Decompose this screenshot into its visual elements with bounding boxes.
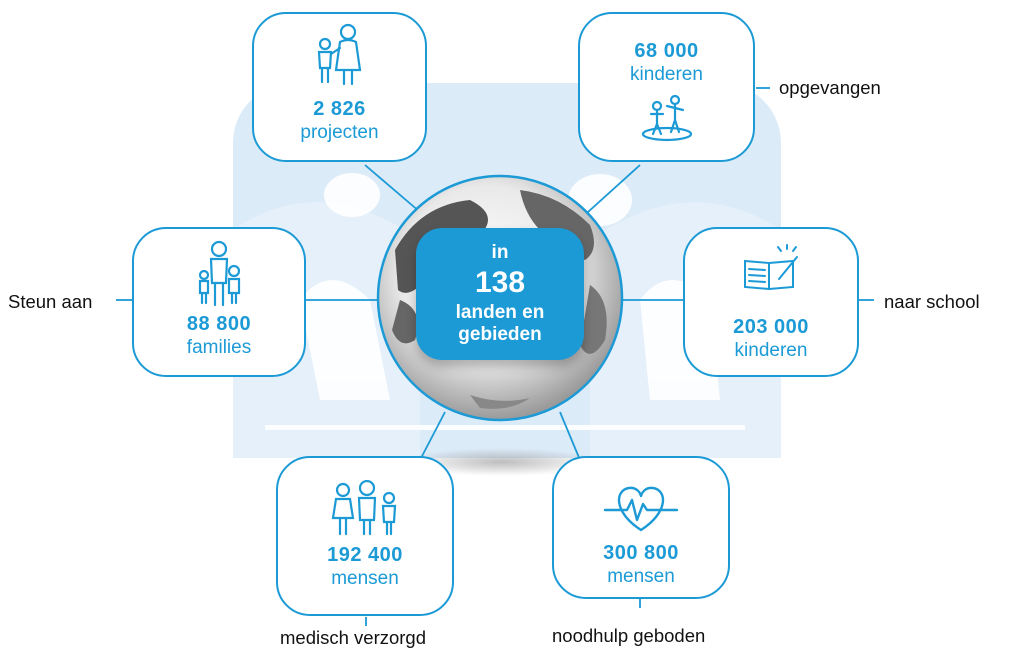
people-group-icon bbox=[331, 480, 397, 536]
children-playing-icon bbox=[641, 94, 692, 142]
families-label: families bbox=[186, 337, 252, 358]
emergency-number: 300 800 bbox=[603, 542, 679, 564]
family-icon bbox=[198, 240, 241, 307]
card-families: 88 800 families bbox=[132, 227, 306, 377]
heart-pulse-icon bbox=[603, 486, 679, 532]
center-number: 138 bbox=[474, 266, 526, 299]
children-care-number: 68 000 bbox=[634, 40, 699, 62]
children-care-label: kinderen bbox=[630, 64, 703, 85]
globe-shadow bbox=[402, 448, 602, 476]
center-line4: gebieden bbox=[458, 324, 542, 345]
medical-caption: medisch verzorgd bbox=[280, 627, 427, 648]
families-caption: Steun aan bbox=[8, 291, 93, 312]
school-caption: naar school bbox=[884, 291, 980, 312]
school-label: kinderen bbox=[734, 340, 808, 361]
center-line3: landen en bbox=[455, 302, 545, 323]
children-care-caption: opgevangen bbox=[779, 77, 881, 98]
school-number: 203 000 bbox=[733, 316, 809, 338]
emergency-caption: noodhulp geboden bbox=[552, 625, 706, 646]
connector-lines bbox=[116, 87, 874, 626]
card-school: 203 000 kinderen bbox=[683, 227, 859, 377]
projects-number: 2 826 bbox=[313, 98, 366, 120]
card-projects: 2 826 projecten bbox=[252, 12, 427, 162]
center-line1: in bbox=[491, 242, 509, 263]
center-label: in 138 landen en gebieden bbox=[416, 228, 584, 360]
book-pen-icon bbox=[744, 244, 798, 291]
emblem-figures bbox=[265, 173, 745, 430]
card-medical: 192 400 mensen bbox=[276, 456, 454, 616]
families-number: 88 800 bbox=[186, 313, 252, 335]
emergency-label: mensen bbox=[607, 566, 675, 587]
medical-label: mensen bbox=[331, 568, 399, 589]
medical-number: 192 400 bbox=[327, 544, 403, 566]
card-emergency: 300 800 mensen bbox=[552, 456, 730, 599]
projects-label: projecten bbox=[300, 122, 379, 143]
card-children-care: 68 000 kinderen bbox=[578, 12, 755, 162]
parent-child-icon bbox=[317, 23, 361, 86]
